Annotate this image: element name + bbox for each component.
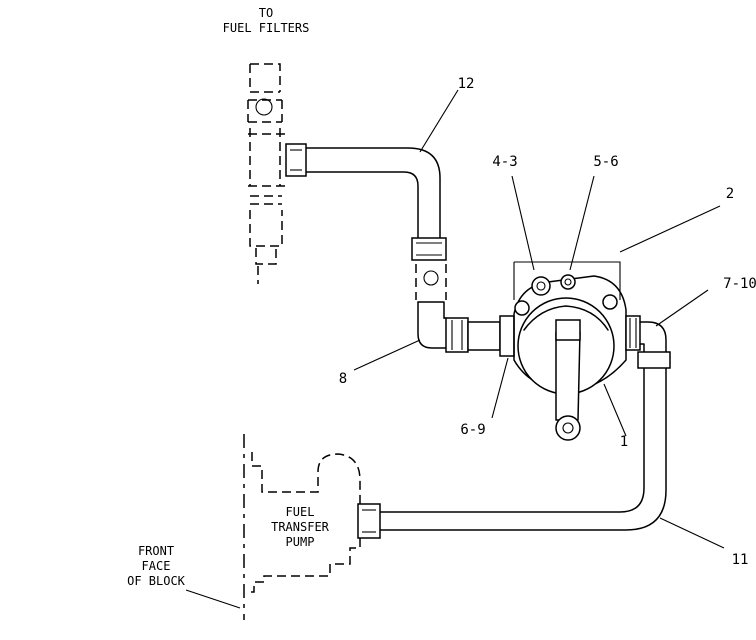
fuel-line-11 [357,321,671,539]
front-face-label-1: FRONT [138,544,174,558]
transfer-pump-label-3: PUMP [286,535,315,549]
callout-4-3: 4-3 [492,154,517,170]
fuel-transfer-pump [243,434,361,620]
callout-11: 11 [732,552,749,568]
callout-5-6: 5-6 [593,154,618,170]
callout-8: 8 [339,371,347,387]
callout-7-10: 7-10 [723,276,756,292]
transfer-pump-label-1: FUEL [286,505,315,519]
transfer-pump-label-2: TRANSFER [271,520,330,534]
callout-12: 12 [458,76,475,92]
primer-pump [513,274,641,441]
fuel-line-8 [415,264,515,357]
front-face-label-2: FACE [142,559,171,573]
to-fuel-filters-label-1: TO [259,6,273,20]
text-labels: TO FUEL FILTERS FUEL TRANSFER PUMP FRONT… [127,6,330,588]
callout-2: 2 [726,186,734,202]
fuel-line-12 [285,143,447,261]
callouts: 12 4-3 5-6 2 7-10 8 6-9 1 11 [339,76,756,568]
mounting-bracket [513,261,621,300]
fuel-filter-base [247,63,286,284]
callout-1: 1 [620,434,628,450]
to-fuel-filters-label-2: FUEL FILTERS [223,21,310,35]
callout-6-9: 6-9 [460,422,485,438]
front-face-label-3: OF BLOCK [127,574,186,588]
leader-lines [185,89,725,609]
